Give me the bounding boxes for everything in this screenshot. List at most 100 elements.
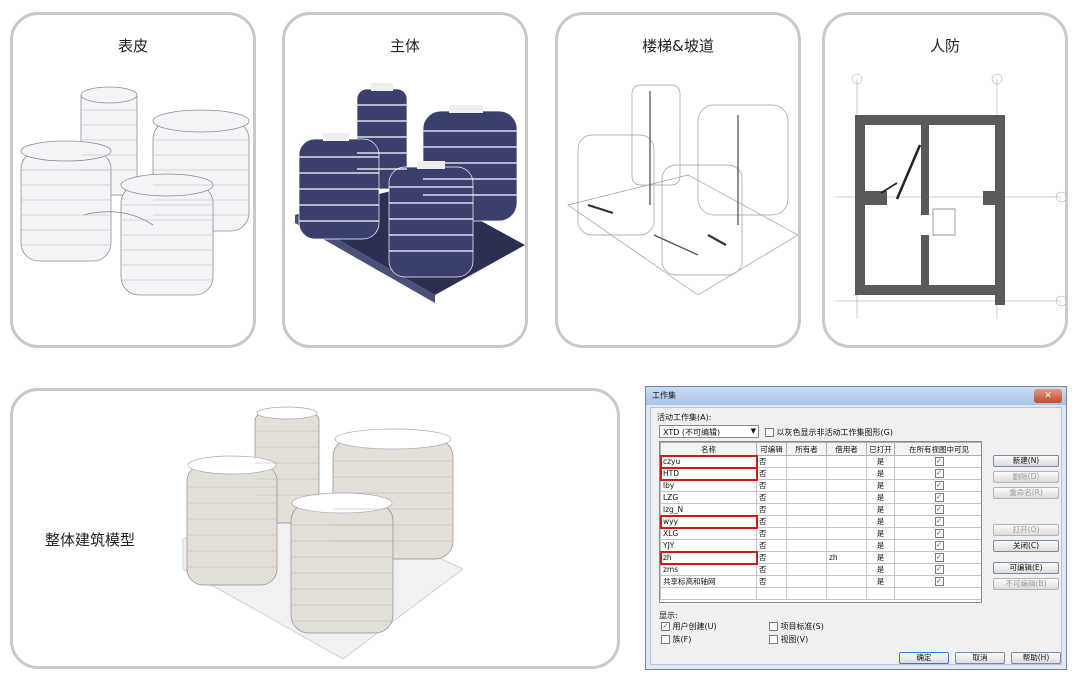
cell-editable[interactable]: 否 <box>756 551 787 564</box>
cell-open[interactable]: 是 <box>866 563 895 576</box>
cell-borrower[interactable] <box>826 491 867 504</box>
cell-editable[interactable]: 否 <box>756 527 787 540</box>
cell-name[interactable]: lzg_N <box>660 503 757 516</box>
cell-borrower[interactable] <box>826 515 867 528</box>
cell-open[interactable]: 是 <box>866 479 895 492</box>
cell-editable[interactable]: 否 <box>756 479 787 492</box>
visible-checkbox[interactable]: ✓ <box>934 469 944 479</box>
cell-open[interactable]: 是 <box>866 539 895 552</box>
cell-owner[interactable] <box>786 503 827 516</box>
show-view[interactable]: 视图(V) <box>769 634 808 645</box>
col-header-visible[interactable]: 在所有视图中可见 <box>894 442 981 456</box>
cell-open[interactable]: 是 <box>866 551 895 564</box>
cell-editable[interactable]: 否 <box>756 575 787 588</box>
cell-editable[interactable]: 否 <box>756 455 787 468</box>
help-button[interactable]: 帮助(H) <box>1011 652 1061 664</box>
family-checkbox[interactable] <box>661 635 670 644</box>
cell-editable[interactable]: 否 <box>756 563 787 576</box>
cell-editable[interactable]: 否 <box>756 503 787 516</box>
visible-checkbox[interactable]: ✓ <box>934 505 944 515</box>
cell-name[interactable]: XLG <box>660 527 757 540</box>
cell-borrower[interactable] <box>826 527 867 540</box>
cell-visible[interactable]: ✓ <box>894 503 981 516</box>
cell-name[interactable]: lby <box>660 479 757 492</box>
cell-visible[interactable]: ✓ <box>894 563 981 576</box>
cell-open[interactable]: 是 <box>866 515 895 528</box>
show-family[interactable]: 族(F) <box>661 634 691 645</box>
cell-owner[interactable] <box>786 527 827 540</box>
visible-checkbox[interactable]: ✓ <box>934 517 944 527</box>
cell-visible[interactable]: ✓ <box>894 491 981 504</box>
cell-visible[interactable]: ✓ <box>894 455 981 468</box>
cell-name[interactable]: czyu <box>660 454 758 469</box>
col-header-open[interactable]: 已打开 <box>866 442 895 456</box>
open-button[interactable]: 打开(O) <box>993 524 1059 536</box>
gray-inactive-option[interactable]: 以灰色显示非活动工作集图形(G) <box>765 427 893 438</box>
show-project-std[interactable]: 项目标准(S) <box>769 621 824 632</box>
cell-owner[interactable] <box>786 467 827 480</box>
cell-owner[interactable] <box>786 479 827 492</box>
cell-open[interactable]: 是 <box>866 467 895 480</box>
cell-visible[interactable]: ✓ <box>894 467 981 480</box>
cell-borrower[interactable] <box>826 455 867 468</box>
cell-name[interactable]: YJY <box>660 539 757 552</box>
cell-borrower[interactable] <box>826 467 867 480</box>
cell-owner[interactable] <box>786 575 827 588</box>
ok-button[interactable]: 确定 <box>899 652 949 664</box>
cell-borrower[interactable] <box>826 539 867 552</box>
visible-checkbox[interactable]: ✓ <box>934 457 944 467</box>
cell-open[interactable]: 是 <box>866 503 895 516</box>
cell-editable[interactable]: 否 <box>756 539 787 552</box>
active-workset-select[interactable]: XTD (不可编辑) ▼ <box>659 425 759 438</box>
cancel-button[interactable]: 取消 <box>955 652 1005 664</box>
cell-owner[interactable] <box>786 563 827 576</box>
cell-editable[interactable]: 否 <box>756 491 787 504</box>
visible-checkbox[interactable]: ✓ <box>934 529 944 539</box>
visible-checkbox[interactable]: ✓ <box>934 577 944 587</box>
cell-name[interactable]: zms <box>660 563 757 576</box>
close-workset-button[interactable]: 关闭(C) <box>993 540 1059 552</box>
col-header-borrower[interactable]: 借用者 <box>826 442 867 456</box>
new-button[interactable]: 新建(N) <box>993 455 1059 467</box>
visible-checkbox[interactable]: ✓ <box>934 481 944 491</box>
cell-name[interactable]: wyy <box>660 514 758 529</box>
close-icon[interactable]: ✕ <box>1034 389 1062 403</box>
col-header-editable[interactable]: 可编辑 <box>756 442 787 456</box>
col-header-owner[interactable]: 所有者 <box>786 442 827 456</box>
cell-borrower[interactable] <box>826 503 867 516</box>
visible-checkbox[interactable]: ✓ <box>934 565 944 575</box>
cell-open[interactable]: 是 <box>866 527 895 540</box>
not-editable-button[interactable]: 不可编辑(B) <box>993 578 1059 590</box>
cell-name[interactable]: 共享标高和轴网 <box>660 575 757 588</box>
cell-borrower[interactable] <box>826 575 867 588</box>
cell-borrower[interactable]: zh <box>826 551 867 564</box>
cell-visible[interactable]: ✓ <box>894 575 981 588</box>
visible-checkbox[interactable]: ✓ <box>934 553 944 563</box>
cell-name[interactable]: HTD <box>660 466 758 481</box>
cell-owner[interactable] <box>786 539 827 552</box>
view-checkbox[interactable] <box>769 635 778 644</box>
cell-name[interactable]: LZG <box>660 491 757 504</box>
delete-button[interactable]: 删除(D) <box>993 471 1059 483</box>
cell-owner[interactable] <box>786 491 827 504</box>
cell-visible[interactable]: ✓ <box>894 479 981 492</box>
editable-button[interactable]: 可编辑(E) <box>993 562 1059 574</box>
rename-button[interactable]: 重命名(R) <box>993 487 1059 499</box>
cell-editable[interactable]: 否 <box>756 515 787 528</box>
cell-owner[interactable] <box>786 515 827 528</box>
cell-editable[interactable]: 否 <box>756 467 787 480</box>
cell-owner[interactable] <box>786 455 827 468</box>
cell-visible[interactable]: ✓ <box>894 551 981 564</box>
cell-borrower[interactable] <box>826 479 867 492</box>
project-std-checkbox[interactable] <box>769 622 778 631</box>
cell-open[interactable]: 是 <box>866 491 895 504</box>
